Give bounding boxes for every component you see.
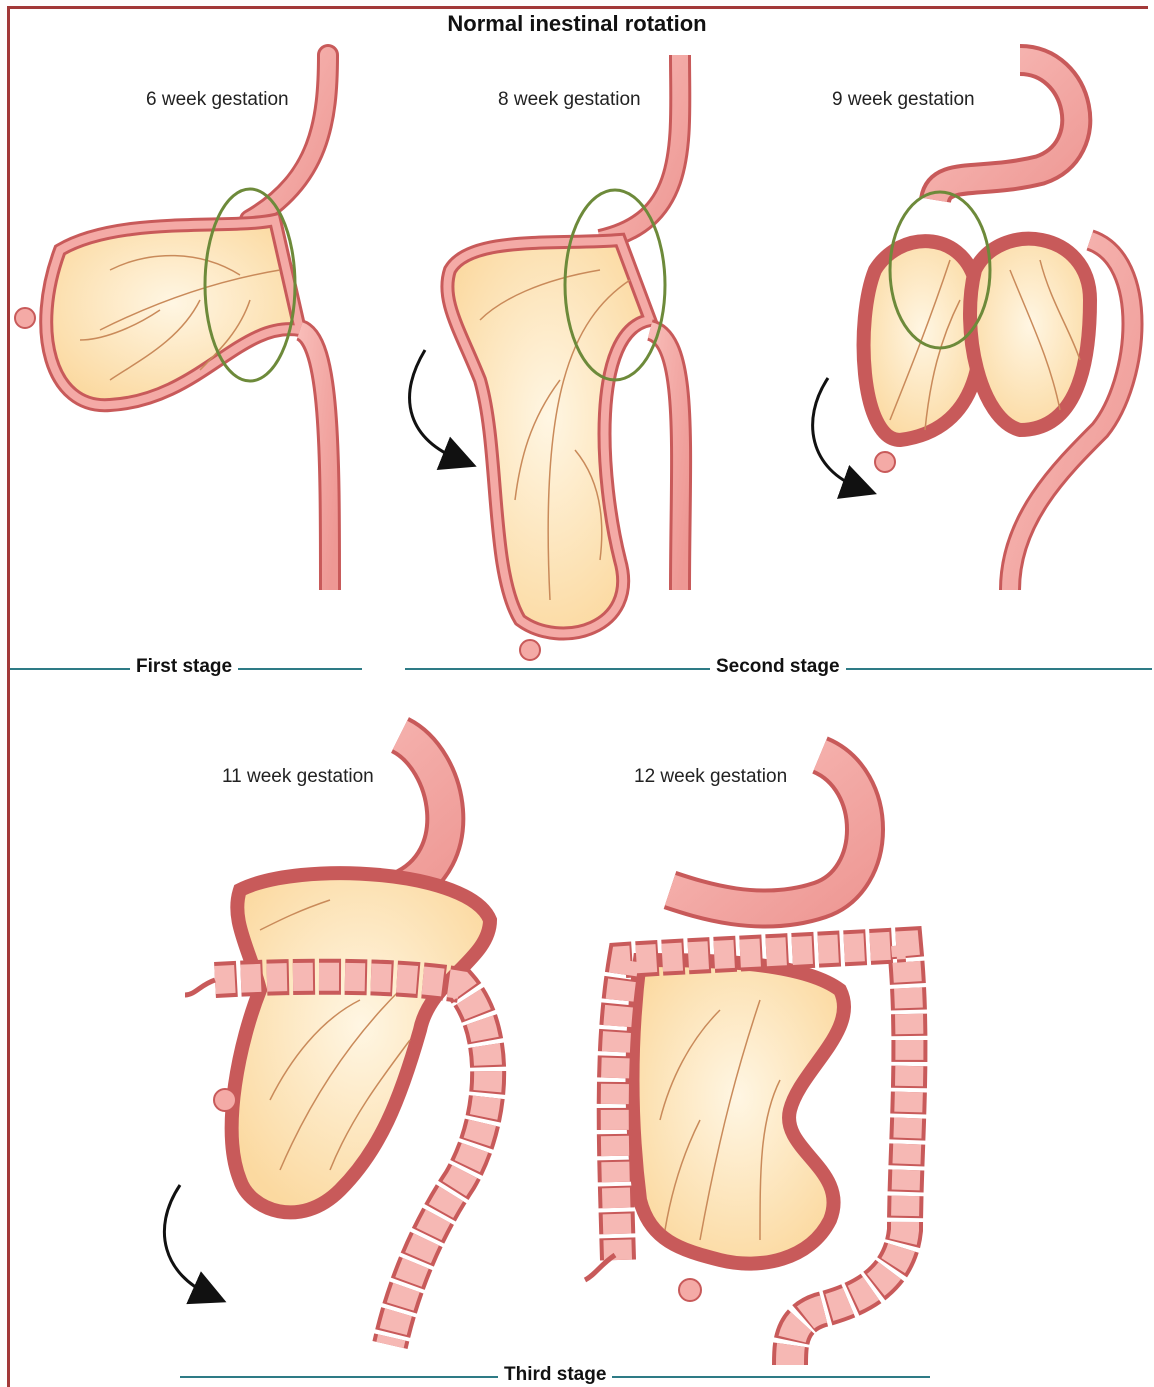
panel-9-week-illustration — [813, 60, 1133, 590]
panel-label-11-week: 11 week gestation — [220, 766, 376, 788]
panel-label-8-week: 8 week gestation — [496, 89, 643, 111]
p4-small-intestine — [232, 873, 490, 1212]
p3-rotation-arrow — [813, 378, 860, 488]
third-stage-label: Third stage — [498, 1364, 612, 1386]
p4-vitelline-bud — [214, 1089, 236, 1111]
p4-appendix — [185, 980, 215, 995]
p3-vitelline-bud — [875, 452, 895, 472]
p2-gut-tube-top — [600, 55, 680, 240]
p5-small-intestine — [633, 960, 845, 1264]
p3-loop-right — [970, 239, 1090, 430]
p5-vitelline-bud — [679, 1279, 701, 1301]
panel-8-week-illustration — [410, 55, 682, 660]
panel-12-week-illustration — [585, 755, 909, 1365]
p4-rotation-arrow — [164, 1185, 210, 1295]
p2-rotation-arrow — [410, 350, 460, 460]
p1-vitelline-bud — [15, 308, 35, 328]
p2-vitelline-bud — [520, 640, 540, 660]
first-stage-label: First stage — [130, 656, 238, 678]
diagram-title: Normal inestinal rotation — [0, 11, 1154, 37]
second-stage-label: Second stage — [710, 656, 846, 678]
panel-11-week-illustration — [164, 735, 490, 1345]
panel-label-9-week: 9 week gestation — [830, 89, 977, 111]
panel-label-12-week: 12 week gestation — [632, 766, 789, 788]
panel-6-week-illustration — [15, 55, 330, 590]
panel-label-6-week: 6 week gestation — [144, 89, 291, 111]
